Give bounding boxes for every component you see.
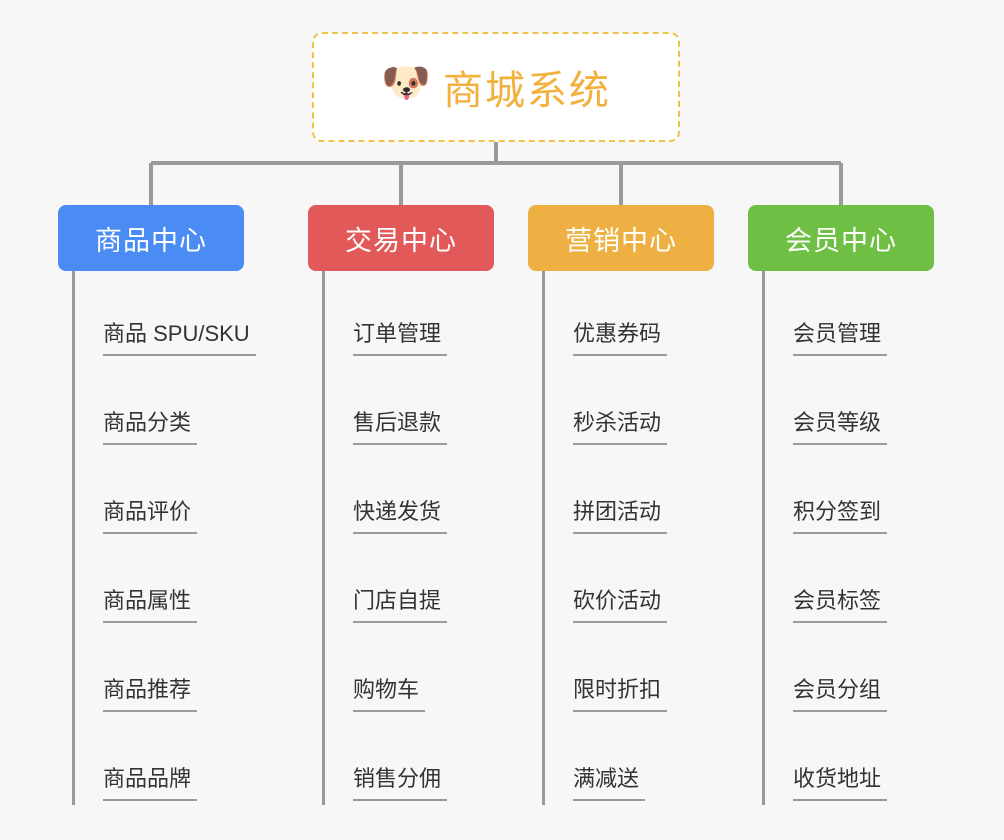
shiba-dog-face-icon: 🐶 <box>381 61 431 105</box>
list-item-label: 积分签到 <box>793 499 888 534</box>
branch-column-product-center: 商品中心 商品 SPU/SKU 商品分类 商品评价 商品属性 商品推荐 商品品牌 <box>58 205 256 805</box>
list-item-label: 会员等级 <box>793 410 888 445</box>
list-item-label: 购物车 <box>353 677 426 712</box>
list-item[interactable]: 砍价活动 <box>545 538 714 627</box>
list-item[interactable]: 积分签到 <box>765 449 934 538</box>
list-item-label: 满减送 <box>573 766 646 801</box>
list-item-label: 门店自提 <box>353 588 448 623</box>
branch-column-member-center: 会员中心 会员管理 会员等级 积分签到 会员标签 会员分组 收货地址 <box>748 205 934 805</box>
list-item[interactable]: 优惠券码 <box>545 271 714 360</box>
list-item-label: 商品 SPU/SKU <box>103 321 256 356</box>
list-item[interactable]: 会员等级 <box>765 360 934 449</box>
list-item[interactable]: 商品属性 <box>75 538 244 627</box>
list-item[interactable]: 订单管理 <box>325 271 494 360</box>
list-item-label: 商品评价 <box>103 499 198 534</box>
list-item[interactable]: 秒杀活动 <box>545 360 714 449</box>
list-item-label: 商品属性 <box>103 588 198 623</box>
list-item-label: 砍价活动 <box>573 588 668 623</box>
list-item[interactable]: 商品品牌 <box>75 716 244 805</box>
branch-column-trade-center: 交易中心 订单管理 售后退款 快递发货 门店自提 购物车 销售分佣 <box>308 205 494 805</box>
branch-header-label: 商品中心 <box>95 225 207 256</box>
branch-header-marketing-center[interactable]: 营销中心 <box>528 205 714 271</box>
branch-header-trade-center[interactable]: 交易中心 <box>308 205 494 271</box>
list-item-label: 拼团活动 <box>573 499 668 534</box>
list-item-label: 商品分类 <box>103 410 198 445</box>
list-item[interactable]: 限时折扣 <box>545 627 714 716</box>
branch-header-product-center[interactable]: 商品中心 <box>58 205 244 271</box>
branch-header-label: 交易中心 <box>345 225 457 256</box>
list-item[interactable]: 拼团活动 <box>545 449 714 538</box>
list-item-label: 售后退款 <box>353 410 448 445</box>
root-node-shopping-mall-system[interactable]: 🐶 商城系统 <box>312 32 680 142</box>
list-item[interactable]: 满减送 <box>545 716 714 805</box>
list-item-label: 限时折扣 <box>573 677 668 712</box>
branch-items-product-center: 商品 SPU/SKU 商品分类 商品评价 商品属性 商品推荐 商品品牌 <box>72 271 256 805</box>
list-item[interactable]: 快递发货 <box>325 449 494 538</box>
list-item-label: 秒杀活动 <box>573 410 668 445</box>
list-item-label: 订单管理 <box>353 321 448 356</box>
branch-column-marketing-center: 营销中心 优惠券码 秒杀活动 拼团活动 砍价活动 限时折扣 满减送 <box>528 205 714 805</box>
branch-items-member-center: 会员管理 会员等级 积分签到 会员标签 会员分组 收货地址 <box>762 271 934 805</box>
branch-header-member-center[interactable]: 会员中心 <box>748 205 934 271</box>
list-item-label: 会员分组 <box>793 677 888 712</box>
list-item-label: 快递发货 <box>353 499 448 534</box>
list-item[interactable]: 购物车 <box>325 627 494 716</box>
list-item[interactable]: 商品推荐 <box>75 627 244 716</box>
list-item-label: 销售分佣 <box>353 766 448 801</box>
list-item-label: 会员管理 <box>793 321 888 356</box>
list-item-label: 优惠券码 <box>573 321 668 356</box>
list-item-label: 商品品牌 <box>103 766 198 801</box>
list-item[interactable]: 门店自提 <box>325 538 494 627</box>
list-item[interactable]: 会员管理 <box>765 271 934 360</box>
branch-items-trade-center: 订单管理 售后退款 快递发货 门店自提 购物车 销售分佣 <box>322 271 494 805</box>
list-item-label: 收货地址 <box>793 766 888 801</box>
list-item[interactable]: 售后退款 <box>325 360 494 449</box>
list-item[interactable]: 会员标签 <box>765 538 934 627</box>
list-item-label: 会员标签 <box>793 588 888 623</box>
branch-items-marketing-center: 优惠券码 秒杀活动 拼团活动 砍价活动 限时折扣 满减送 <box>542 271 714 805</box>
list-item[interactable]: 销售分佣 <box>325 716 494 805</box>
list-item[interactable]: 会员分组 <box>765 627 934 716</box>
list-item-label: 商品推荐 <box>103 677 198 712</box>
branch-header-label: 会员中心 <box>785 225 897 256</box>
branch-header-label: 营销中心 <box>565 225 677 256</box>
root-node-title: 商城系统 <box>443 69 611 113</box>
list-item[interactable]: 商品 SPU/SKU <box>75 271 256 360</box>
list-item[interactable]: 收货地址 <box>765 716 934 805</box>
list-item[interactable]: 商品分类 <box>75 360 244 449</box>
list-item[interactable]: 商品评价 <box>75 449 244 538</box>
